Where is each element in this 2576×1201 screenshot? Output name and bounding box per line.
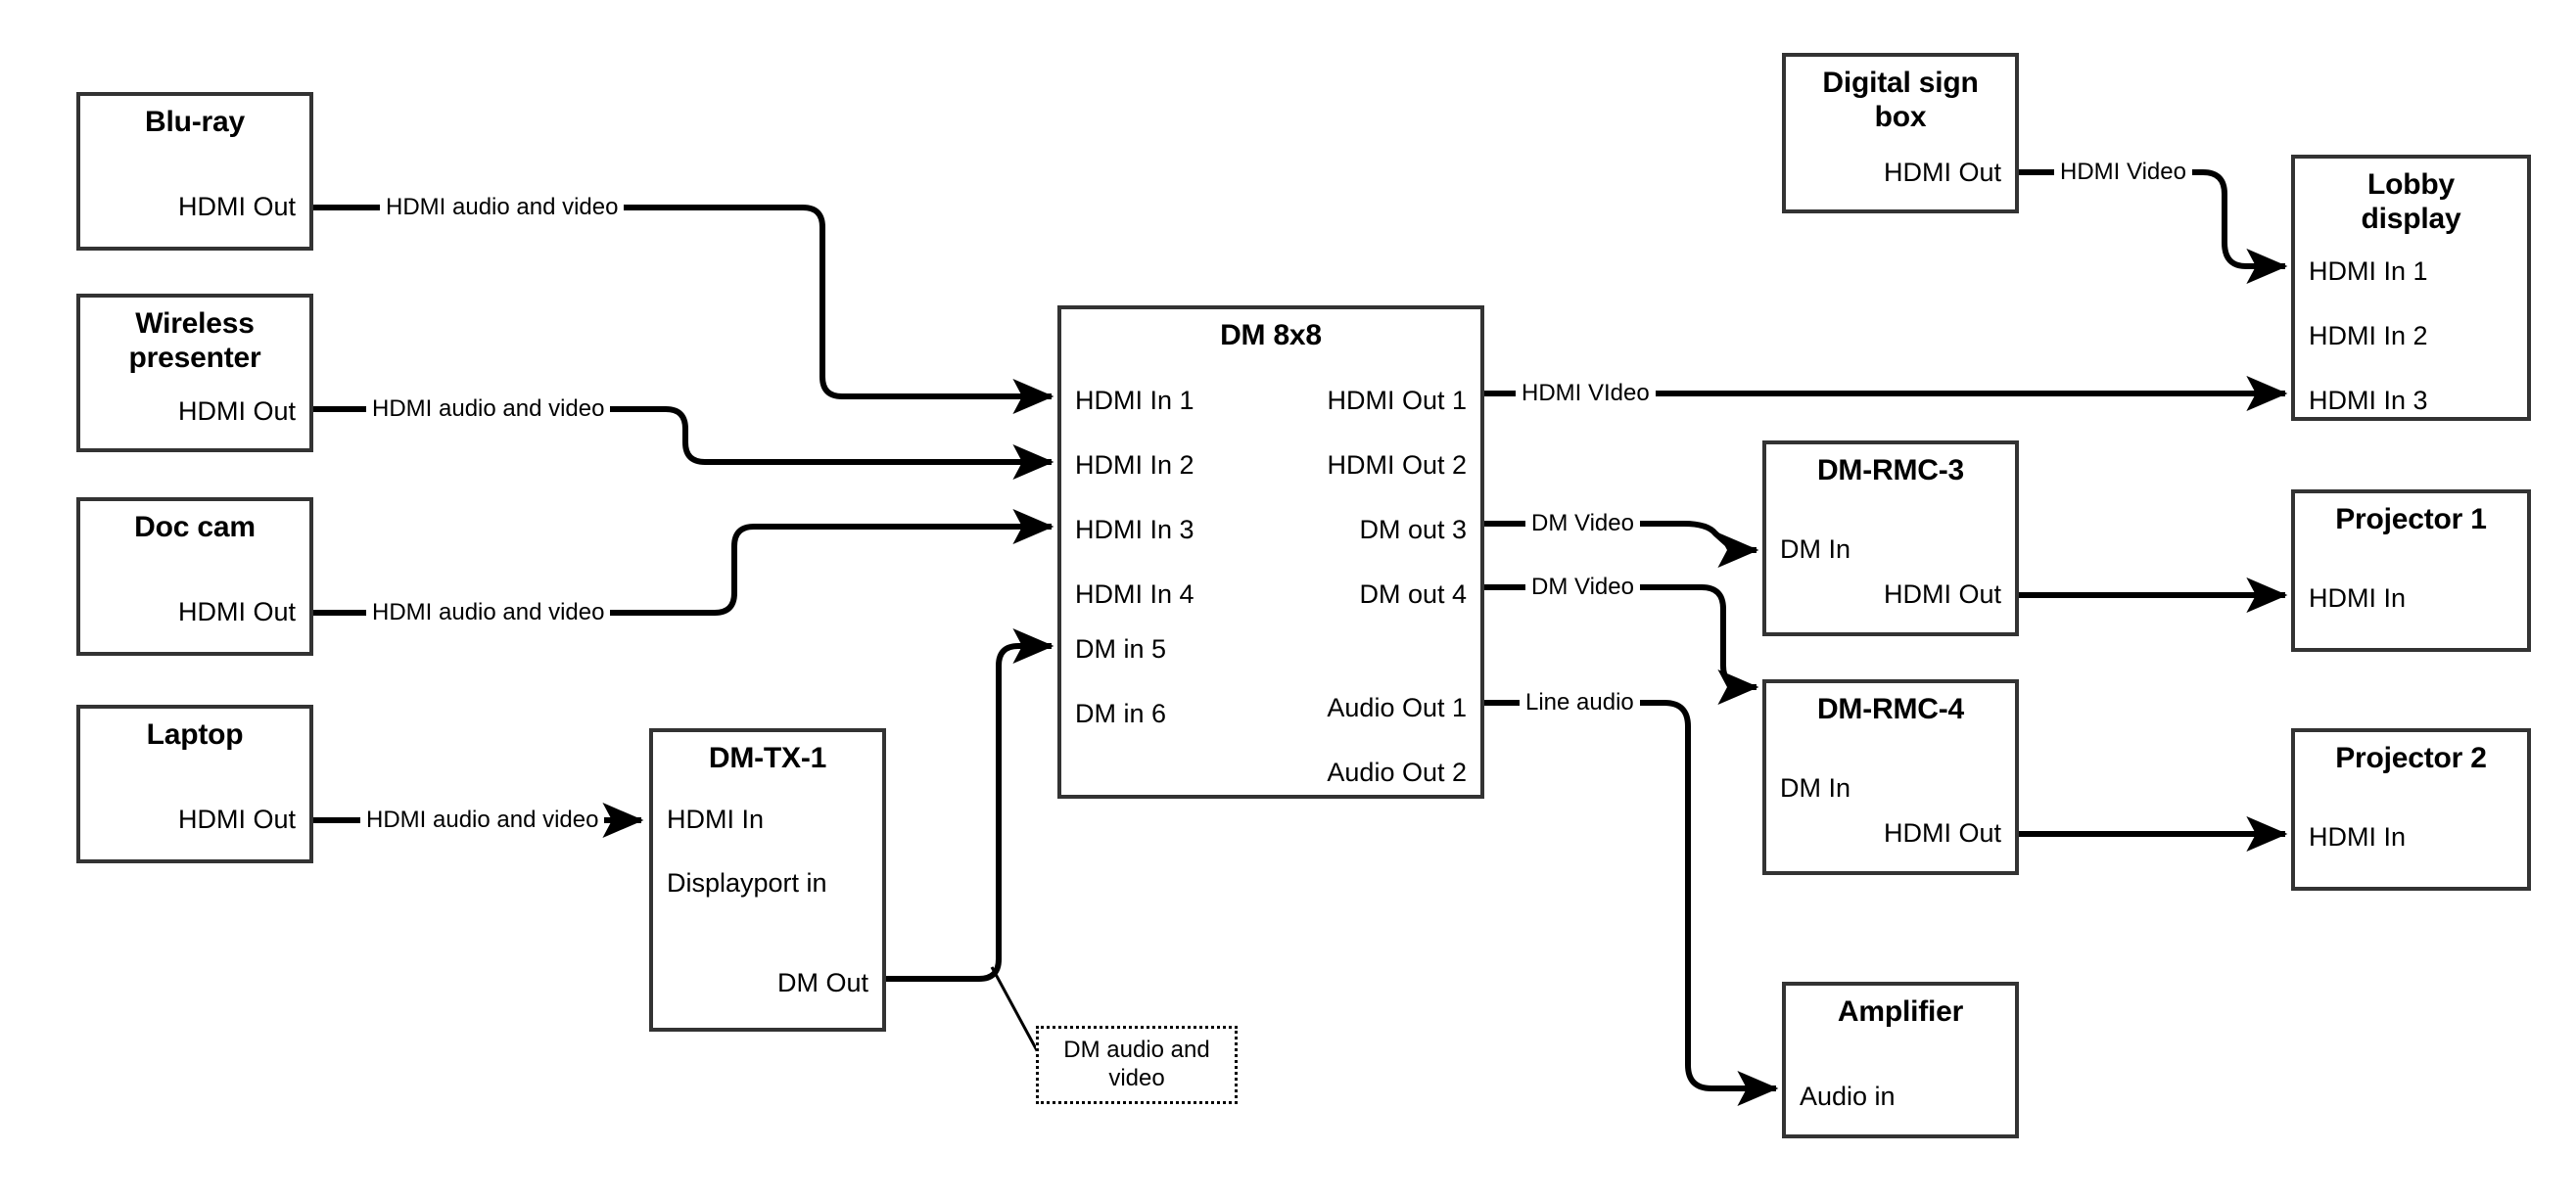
wire-label-audio-out-1: Line audio — [1520, 691, 1640, 715]
node-amplifier-title: Amplifier — [1837, 995, 1964, 1028]
port-dm8x8-audio-out-1[interactable]: Audio Out 1 — [1327, 693, 1467, 722]
wire-label-bluray: HDMI audio and video — [380, 196, 625, 219]
port-dmrmc3-dm-in[interactable]: DM In — [1780, 534, 1851, 564]
port-lobby-hdmi-in-3[interactable]: HDMI In 3 — [2309, 386, 2428, 415]
wire-label-doccam: HDMI audio and video — [366, 601, 611, 624]
node-wireless-presenter[interactable]: Wireless presenter HDMI Out — [76, 294, 313, 452]
node-lobby-display-title: Lobby display — [2295, 159, 2527, 237]
port-dm8x8-hdmi-out-1[interactable]: HDMI Out 1 — [1327, 386, 1467, 415]
node-dm-rmc-3-title: DM-RMC-3 — [1816, 454, 1965, 486]
port-lobby-hdmi-in-2[interactable]: HDMI In 2 — [2309, 321, 2428, 350]
node-bluray[interactable]: Blu-ray HDMI Out — [76, 92, 313, 251]
wire-bluray-to-hdmi-in-1 — [313, 205, 1054, 414]
node-bluray-title: Blu-ray — [145, 106, 245, 138]
wire-label-dm-out-3: DM Video — [1525, 512, 1640, 535]
node-digital-sign-box-title-line2: box — [1874, 100, 1927, 133]
node-dm-tx-1-title: DM-TX-1 — [708, 742, 827, 774]
port-dm8x8-hdmi-out-2[interactable]: HDMI Out 2 — [1327, 450, 1467, 480]
node-digital-sign-box[interactable]: Digital sign box HDMI Out — [1782, 53, 2019, 213]
node-wireless-presenter-title: Wireless presenter — [80, 298, 309, 376]
port-dm8x8-dm-out-3[interactable]: DM out 3 — [1359, 515, 1467, 544]
node-dm-8x8-body[interactable]: DM 8x8 HDMI In 1 HDMI In 2 HDMI In 3 HDM… — [1057, 305, 1484, 799]
node-dm-rmc-3[interactable]: DM-RMC-3 DM In HDMI Out — [1762, 440, 2019, 636]
port-dmtx1-dm-out[interactable]: DM Out — [776, 968, 868, 997]
node-lobby-display-title-line2: display — [2361, 202, 2461, 235]
wire-label-dm-out-4: DM Video — [1525, 576, 1640, 599]
port-digital-sign-hdmi-out[interactable]: HDMI Out — [1883, 158, 2001, 187]
port-projector1-hdmi-in[interactable]: HDMI In — [2309, 583, 2407, 613]
node-laptop-title: Laptop — [146, 718, 244, 751]
port-dmtx1-hdmi-in[interactable]: HDMI In — [667, 805, 765, 834]
port-dm8x8-hdmi-in-1[interactable]: HDMI In 1 — [1075, 386, 1194, 415]
wire-audio-out-1-to-amplifier — [1484, 700, 1779, 1106]
wire-label-laptop: HDMI audio and video — [360, 808, 605, 832]
leader-line-dm-audio-video — [990, 966, 1040, 1053]
node-wireless-presenter-title-line1: Wireless — [135, 307, 255, 340]
port-dm8x8-dm-in-5[interactable]: DM in 5 — [1075, 634, 1167, 664]
node-dm-8x8-title: DM 8x8 — [1220, 319, 1322, 351]
node-projector-1-title: Projector 1 — [2335, 503, 2487, 535]
port-doccam-hdmi-out[interactable]: HDMI Out — [177, 597, 296, 626]
port-dm8x8-hdmi-in-3[interactable]: HDMI In 3 — [1075, 515, 1194, 544]
wire-dmtx1-to-dm-in-5 — [886, 628, 1054, 982]
port-dm8x8-dm-in-6[interactable]: DM in 6 — [1075, 699, 1167, 728]
wire-label-wireless: HDMI audio and video — [366, 397, 611, 421]
port-dmrmc4-dm-in[interactable]: DM In — [1780, 773, 1851, 803]
node-lobby-display-title-line1: Lobby — [2367, 168, 2455, 201]
port-amplifier-audio-in[interactable]: Audio in — [1800, 1082, 1896, 1111]
port-laptop-hdmi-out[interactable]: HDMI Out — [177, 805, 296, 834]
port-dmtx1-displayport-in[interactable]: Displayport in — [667, 868, 827, 898]
port-dm8x8-dm-out-4[interactable]: DM out 4 — [1359, 579, 1467, 609]
port-dmrmc3-hdmi-out[interactable]: HDMI Out — [1883, 579, 2001, 609]
node-doc-cam-title: Doc cam — [134, 511, 256, 543]
port-projector2-hdmi-in[interactable]: HDMI In — [2309, 822, 2407, 852]
port-dm8x8-hdmi-in-2[interactable]: HDMI In 2 — [1075, 450, 1194, 480]
node-digital-sign-box-title-line1: Digital sign — [1822, 67, 1979, 99]
node-lobby-display[interactable]: Lobby display HDMI In 1 HDMI In 2 HDMI I… — [2291, 155, 2531, 421]
node-doc-cam[interactable]: Doc cam HDMI Out — [76, 497, 313, 656]
port-lobby-hdmi-in-1[interactable]: HDMI In 1 — [2309, 256, 2428, 286]
wire-label-hdmi-out-1: HDMI VIdeo — [1516, 382, 1656, 405]
port-dmrmc4-hdmi-out[interactable]: HDMI Out — [1883, 818, 2001, 848]
annotation-dm-audio-and-video: DM audio and video — [1036, 1026, 1238, 1104]
port-dm8x8-audio-out-2[interactable]: Audio Out 2 — [1327, 758, 1467, 787]
port-dm8x8-hdmi-in-4[interactable]: HDMI In 4 — [1075, 579, 1194, 609]
node-projector-2-title: Projector 2 — [2335, 742, 2487, 774]
wire-dm-out-4-to-rmc4 — [1484, 584, 1759, 705]
port-wireless-hdmi-out[interactable]: HDMI Out — [177, 396, 296, 426]
wire-label-sign: HDMI Video — [2054, 161, 2192, 184]
wire-sign-to-lobby-hdmi-in-1 — [2017, 169, 2288, 284]
node-wireless-presenter-title-line2: presenter — [128, 341, 261, 374]
port-bluray-hdmi-out[interactable]: HDMI Out — [177, 192, 296, 221]
node-amplifier[interactable]: Amplifier Audio in — [1782, 982, 2019, 1138]
node-digital-sign-box-title: Digital sign box — [1786, 57, 2015, 135]
node-dm-rmc-4[interactable]: DM-RMC-4 DM In HDMI Out — [1762, 679, 2019, 875]
node-dm-tx-1[interactable]: DM-TX-1 HDMI In Displayport in DM Out — [649, 728, 886, 1032]
node-laptop[interactable]: Laptop HDMI Out — [76, 705, 313, 863]
node-projector-1[interactable]: Projector 1 HDMI In — [2291, 489, 2531, 652]
node-projector-2[interactable]: Projector 2 HDMI In — [2291, 728, 2531, 891]
node-dm-rmc-4-title: DM-RMC-4 — [1816, 693, 1965, 725]
